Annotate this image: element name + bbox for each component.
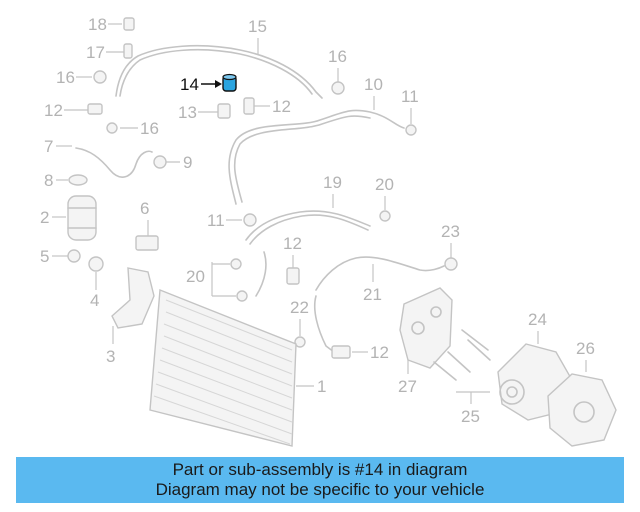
callout-20-a[interactable]: 20 bbox=[375, 175, 394, 194]
part-27-compressor-bracket bbox=[399, 287, 453, 369]
part-4-mount bbox=[88, 256, 104, 272]
part-6-bracket bbox=[135, 235, 159, 251]
callout-10[interactable]: 10 bbox=[364, 75, 383, 94]
part-26-compressor-housing bbox=[547, 373, 617, 447]
callout-12-c[interactable]: 12 bbox=[283, 234, 302, 253]
callout-2[interactable]: 2 bbox=[40, 208, 49, 227]
part-2-receiver-dryer bbox=[67, 195, 97, 241]
leader-lines bbox=[52, 23, 587, 404]
callout-21[interactable]: 21 bbox=[363, 285, 382, 304]
callout-16-c[interactable]: 16 bbox=[140, 119, 159, 138]
callout-24[interactable]: 24 bbox=[528, 310, 547, 329]
banner-line-1: Part or sub-assembly is #14 in diagram bbox=[172, 460, 468, 479]
callout-14[interactable]: 14 bbox=[180, 75, 199, 94]
callout-16-b[interactable]: 16 bbox=[328, 47, 347, 66]
callout-6[interactable]: 6 bbox=[140, 199, 149, 218]
callout-20-b[interactable]: 20 bbox=[186, 267, 205, 286]
fittings bbox=[67, 17, 458, 359]
banner-line-2: Diagram may not be specific to your vehi… bbox=[155, 480, 485, 499]
callout-16-a[interactable]: 16 bbox=[56, 68, 75, 87]
callout-15[interactable]: 15 bbox=[248, 17, 267, 36]
callout-1[interactable]: 1 bbox=[317, 377, 326, 396]
ac-lines bbox=[75, 44, 445, 353]
info-banner: Part or sub-assembly is #14 in diagram D… bbox=[16, 457, 624, 503]
callout-18[interactable]: 18 bbox=[88, 15, 107, 34]
callout-12-d[interactable]: 12 bbox=[370, 343, 389, 362]
part-25-bolts bbox=[433, 329, 491, 381]
callout-13[interactable]: 13 bbox=[178, 103, 197, 122]
part-1-condenser bbox=[149, 289, 297, 447]
callout-27[interactable]: 27 bbox=[398, 377, 417, 396]
callout-26[interactable]: 26 bbox=[576, 339, 595, 358]
parts-diagram: 18 15 17 16 16 10 14 11 12 13 12 16 7 9 … bbox=[40, 15, 617, 447]
callout-12-b[interactable]: 12 bbox=[272, 97, 291, 116]
callout-9[interactable]: 9 bbox=[183, 153, 192, 172]
callout-11-b[interactable]: 11 bbox=[207, 211, 225, 230]
part-3-bracket bbox=[111, 267, 155, 329]
callout-5[interactable]: 5 bbox=[40, 247, 49, 266]
callout-8[interactable]: 8 bbox=[44, 171, 53, 190]
callout-17[interactable]: 17 bbox=[86, 43, 105, 62]
callout-7[interactable]: 7 bbox=[44, 137, 53, 156]
callout-19[interactable]: 19 bbox=[323, 173, 342, 192]
callout-25[interactable]: 25 bbox=[461, 407, 480, 426]
callout-23[interactable]: 23 bbox=[441, 222, 460, 241]
callout-4[interactable]: 4 bbox=[90, 291, 99, 310]
callout-3[interactable]: 3 bbox=[106, 347, 115, 366]
part-14-highlight[interactable] bbox=[201, 73, 237, 92]
callout-12-a[interactable]: 12 bbox=[44, 101, 63, 120]
callout-11-a[interactable]: 11 bbox=[401, 87, 419, 106]
callout-22[interactable]: 22 bbox=[290, 298, 309, 317]
